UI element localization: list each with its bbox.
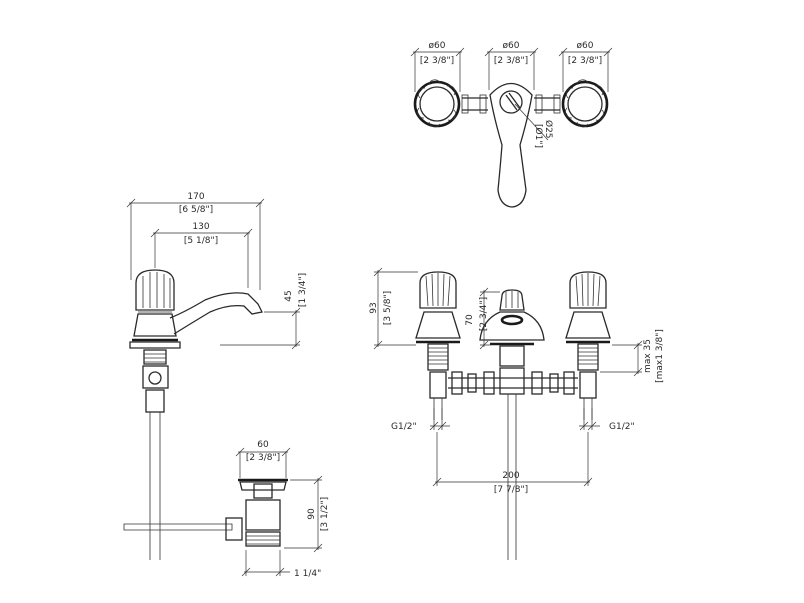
top-dimensions: ø60 [2 3/8"] ø60 [2 3/8"] ø60 [2 3/8"] Ø…	[410, 41, 613, 148]
dim-top-mid: ø60	[503, 41, 520, 51]
dim-top-mid-in: [2 3/8"]	[494, 56, 528, 66]
top-left-handle	[413, 79, 461, 128]
dim-handle-height-in: [3 5/8"]	[383, 291, 393, 325]
dim-top-right: ø60	[577, 41, 594, 51]
dim-drain-dia: 60	[257, 440, 269, 450]
dim-centers-in: [7 7/8"]	[494, 485, 528, 495]
dim-inlet-left: G1/2"	[391, 422, 417, 432]
dim-spout-length: 170	[187, 192, 204, 202]
dim-drain-thread: 1 1/4"	[294, 569, 321, 579]
dim-max-deck-in: [max1 3/8"]	[655, 329, 665, 383]
dim-hole-in: [Ø1"]	[533, 124, 544, 148]
dim-spout-height-in: [1 3/4"]	[298, 273, 308, 307]
top-right-handle	[561, 79, 609, 128]
side-view: 170 [6 5/8"] 130 [5 1/8"] 45 [1 3/4"]	[126, 192, 308, 560]
dim-top-left-in: [2 3/8"]	[420, 56, 454, 66]
dim-spout-front-height-in: [2 3/4"]	[479, 297, 489, 331]
drain-view: 60 [2 3/8"] 90 [3 1/2"] 1 1/4"	[123, 440, 330, 579]
dim-inlet-right: G1/2"	[609, 422, 635, 432]
dim-handle-height: 93	[369, 302, 379, 313]
dim-drain-height: 90	[307, 508, 317, 520]
dim-top-right-in: [2 3/8"]	[568, 56, 602, 66]
dim-spout-front-height: 70	[465, 314, 475, 326]
front-view: 93 [3 5/8"] 70 [2 3/4"] max 35 [max1 3/8…	[369, 267, 665, 560]
dim-hole: Ø25	[543, 120, 554, 139]
dim-spout-reach: 130	[192, 222, 209, 232]
dim-drain-height-in: [3 1/2"]	[320, 497, 330, 531]
dim-spout-length-in: [6 5/8"]	[179, 205, 213, 215]
dim-drain-dia-in: [2 3/8"]	[246, 453, 280, 463]
dim-max-deck: max 35	[643, 339, 653, 373]
dim-spout-reach-in: [5 1/8"]	[184, 236, 218, 246]
top-view: ø60 [2 3/8"] ø60 [2 3/8"] ø60 [2 3/8"] Ø…	[410, 41, 613, 208]
dim-spout-height: 45	[284, 290, 294, 301]
dim-centers: 200	[502, 471, 519, 481]
top-center-spout	[489, 82, 533, 208]
dim-top-left: ø60	[429, 41, 446, 51]
